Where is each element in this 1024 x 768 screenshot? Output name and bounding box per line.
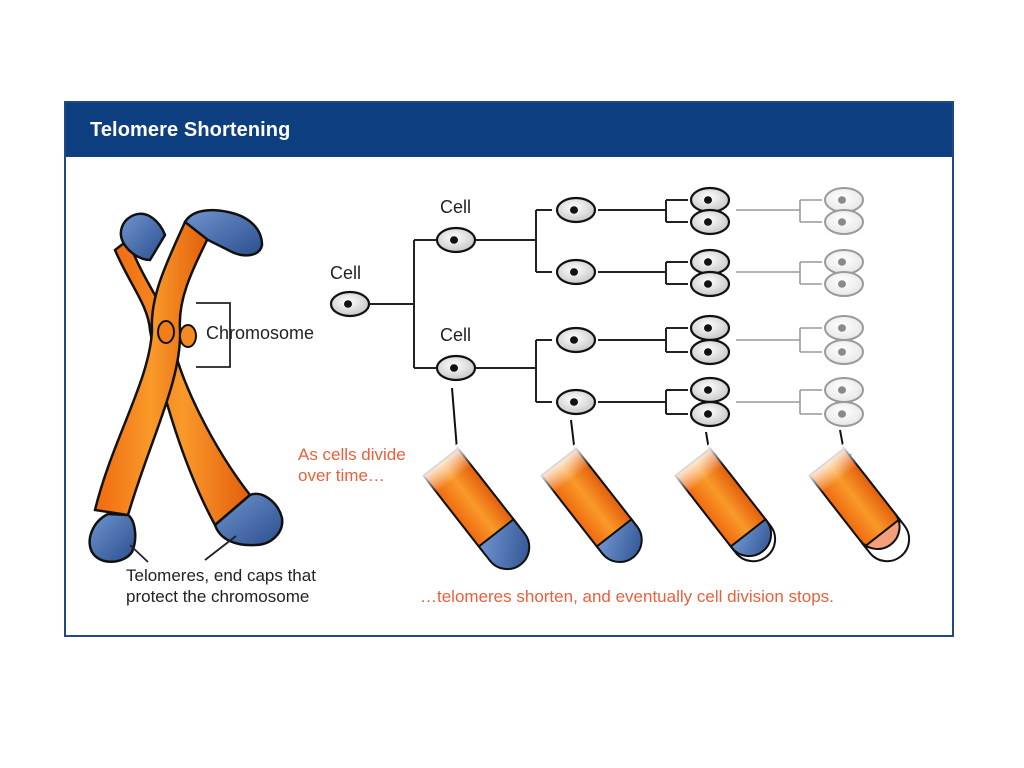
- telomere-bottom-right: [213, 492, 284, 547]
- telomere-pointer-right: [204, 535, 237, 561]
- as-cells-divide-label-1: As cells divide: [298, 445, 406, 464]
- title-bar: Telomere Shortening: [66, 103, 952, 157]
- telomere-bottom-left: [88, 512, 137, 563]
- cell-gen1-top: [435, 226, 477, 254]
- cell-gen3-pairs: [689, 186, 731, 428]
- conclusion-label: …telomeres shorten, and eventually cell …: [420, 587, 834, 606]
- telomere-tip-stage-3: [669, 442, 777, 563]
- chromosome-bracket: [196, 302, 231, 368]
- telomeres-label-2: protect the chromosome: [126, 587, 310, 606]
- telomere-tip-stage-2: [535, 442, 643, 563]
- telomere-tip-stage-1: [417, 442, 531, 571]
- cell-bottom-label: Cell: [440, 325, 472, 345]
- cell-gen2-3: [555, 326, 597, 354]
- cell-gen2-1: [555, 196, 597, 224]
- cell-gen2-4: [555, 388, 597, 416]
- stage-arrows: [450, 387, 852, 469]
- cell-gen4-faded-pairs: [824, 187, 864, 427]
- chromosome: [88, 208, 284, 563]
- cell-gen2-2: [555, 258, 597, 286]
- cell-gen1-bottom: [435, 354, 477, 382]
- telomere-top-left: [119, 212, 167, 262]
- cell-division-tree: [370, 199, 688, 415]
- cell-root-label: Cell: [330, 263, 362, 283]
- cell-division-tree-faded: [736, 199, 822, 415]
- cell-root: [329, 290, 371, 318]
- telomere-tip-stage-4: [803, 442, 911, 563]
- figure-title: Telomere Shortening: [90, 119, 291, 141]
- telomere-stages: [417, 442, 911, 571]
- as-cells-divide-label-2: over time…: [298, 466, 385, 485]
- cell-top-label: Cell: [440, 197, 472, 217]
- telomeres-label-1: Telomeres, end caps that: [126, 566, 316, 585]
- telomere-top-right: [183, 208, 264, 257]
- telomere-pointer-left: [129, 544, 149, 563]
- chromosome-label: Chromosome: [206, 323, 315, 343]
